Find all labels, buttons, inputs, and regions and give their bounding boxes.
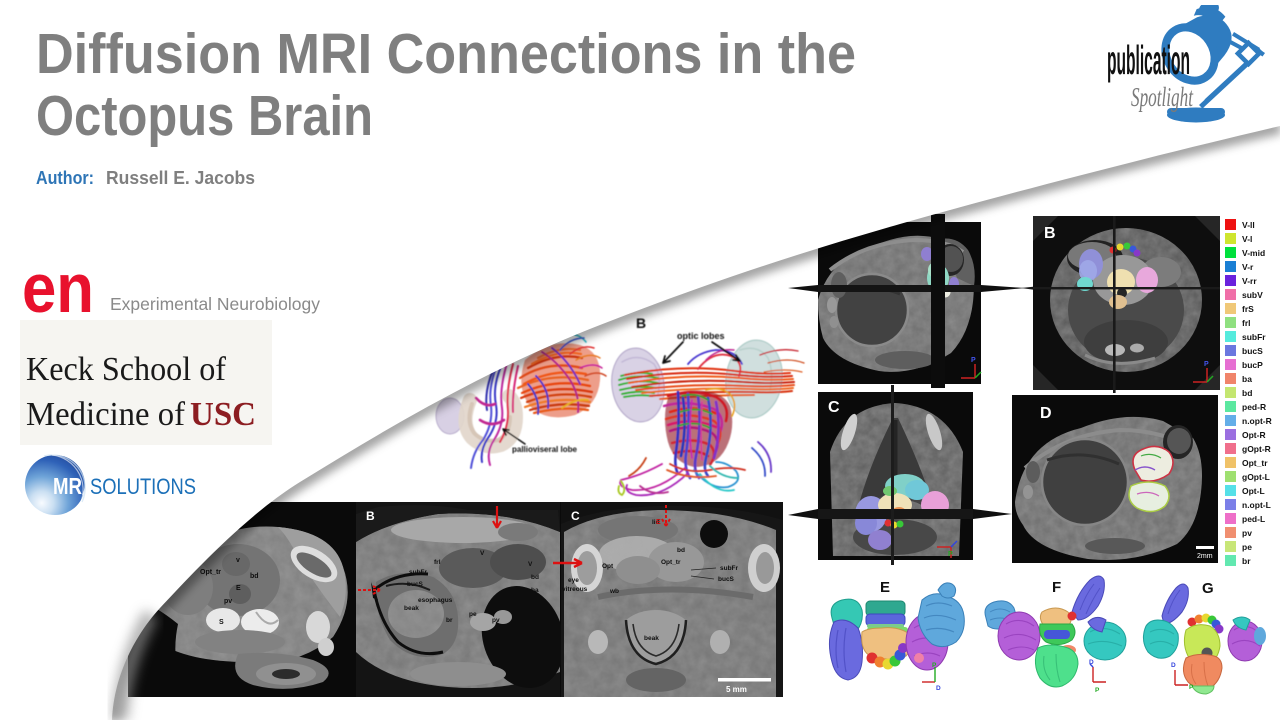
svg-text:bd: bd	[1242, 388, 1252, 398]
svg-text:V-rr: V-rr	[1242, 276, 1257, 286]
svg-text:bucS: bucS	[407, 581, 424, 588]
svg-text:optic lobes: optic lobes	[677, 331, 725, 341]
svg-text:publication: publication	[1107, 37, 1190, 83]
svg-text:MR: MR	[53, 473, 82, 499]
svg-text:en: en	[22, 250, 94, 327]
svg-text:gOpt-R: gOpt-R	[1242, 444, 1271, 454]
svg-text:C: C	[828, 399, 840, 416]
svg-text:V-ll: V-ll	[1242, 220, 1255, 230]
svg-text:lid: lid	[652, 519, 660, 526]
svg-text:br: br	[1242, 556, 1251, 566]
svg-text:subFr: subFr	[720, 565, 739, 572]
svg-text:n.opt-L: n.opt-L	[1242, 500, 1271, 510]
svg-text:bd: bd	[677, 547, 685, 554]
svg-text:Opt: Opt	[602, 563, 614, 570]
svg-text:Opt_tr: Opt_tr	[661, 559, 681, 566]
svg-text:Opt_tr: Opt_tr	[1242, 458, 1268, 468]
svg-text:pe: pe	[1242, 542, 1252, 552]
svg-text:ped-R: ped-R	[1242, 402, 1266, 412]
svg-text:Opt_tr: Opt_tr	[200, 569, 221, 576]
svg-text:D: D	[936, 685, 941, 692]
svg-text:pv: pv	[1242, 528, 1252, 538]
svg-text:n.opt-R: n.opt-R	[1242, 416, 1272, 426]
svg-text:pe: pe	[469, 611, 477, 618]
svg-text:D: D	[1171, 662, 1176, 669]
svg-text:Opt-L: Opt-L	[1242, 486, 1265, 496]
svg-text:P: P	[1095, 687, 1100, 694]
svg-text:Spotlight: Spotlight	[1131, 82, 1194, 112]
svg-text:bucS: bucS	[718, 576, 735, 583]
svg-text:2mm: 2mm	[1197, 553, 1213, 560]
svg-text:subFr: subFr	[1242, 332, 1266, 342]
svg-text:eye: eye	[568, 577, 579, 584]
svg-text:SOLUTIONS: SOLUTIONS	[90, 474, 196, 499]
svg-text:V-mid: V-mid	[1242, 248, 1265, 258]
svg-text:pv: pv	[224, 598, 232, 605]
svg-text:frl: frl	[1242, 318, 1251, 328]
svg-text:P: P	[971, 357, 976, 364]
svg-text:E: E	[236, 585, 241, 592]
svg-text:D: D	[1089, 659, 1094, 666]
svg-text:beak: beak	[644, 635, 659, 642]
svg-text:V: V	[480, 550, 485, 557]
svg-text:ped-L: ped-L	[1242, 514, 1265, 524]
svg-text:E: E	[656, 519, 661, 526]
svg-text:P: P	[1189, 684, 1194, 691]
svg-text:ba: ba	[1242, 374, 1252, 384]
svg-text:Author:: Author:	[36, 167, 94, 188]
svg-text:5 mm: 5 mm	[726, 685, 747, 694]
svg-text:V-r: V-r	[1242, 262, 1254, 272]
svg-text:P: P	[948, 551, 953, 558]
svg-text:v: v	[236, 557, 240, 564]
svg-text:br: br	[446, 617, 453, 624]
svg-text:Keck School of: Keck School of	[26, 351, 227, 388]
svg-text:S: S	[219, 619, 224, 626]
svg-text:pv: pv	[492, 617, 500, 624]
svg-text:E: E	[880, 579, 890, 596]
svg-text:B: B	[366, 509, 375, 523]
svg-text:Russell E. Jacobs: Russell E. Jacobs	[106, 167, 255, 188]
svg-text:bd: bd	[250, 573, 259, 580]
svg-text:F: F	[1052, 579, 1061, 596]
svg-text:wb: wb	[609, 588, 619, 595]
svg-text:B: B	[1044, 225, 1056, 242]
svg-text:P: P	[1204, 361, 1209, 368]
svg-text:frS: frS	[1242, 304, 1254, 314]
svg-text:ba: ba	[531, 587, 539, 594]
svg-text:Medicine of: Medicine of	[26, 396, 186, 433]
svg-text:Experimental Neurobiology: Experimental Neurobiology	[110, 294, 320, 314]
svg-text:bucS: bucS	[1242, 346, 1263, 356]
svg-text:bd: bd	[531, 574, 539, 581]
svg-text:bucP: bucP	[1242, 360, 1263, 370]
svg-text:subV: subV	[1242, 290, 1263, 300]
svg-text:Diffusion MRI Connections in t: Diffusion MRI Connections in the	[36, 22, 856, 86]
svg-text:esophagus: esophagus	[418, 597, 453, 604]
svg-text:USC: USC	[190, 396, 256, 433]
svg-text:B: B	[636, 315, 646, 331]
svg-text:beak: beak	[404, 605, 419, 612]
svg-text:vitreous: vitreous	[562, 586, 588, 593]
svg-text:C: C	[571, 509, 580, 523]
svg-text:frl: frl	[434, 559, 441, 566]
svg-text:gOpt-L: gOpt-L	[1242, 472, 1270, 482]
svg-text:G: G	[1202, 580, 1214, 597]
svg-text:Opt-R: Opt-R	[1242, 430, 1266, 440]
svg-text:subFr: subFr	[409, 569, 428, 576]
svg-text:V: V	[528, 561, 533, 568]
svg-text:pallioviseral lobe: pallioviseral lobe	[512, 445, 577, 454]
svg-text:P: P	[932, 662, 937, 669]
svg-text:D: D	[1040, 405, 1052, 422]
svg-text:V-l: V-l	[1242, 234, 1252, 244]
svg-text:Octopus Brain: Octopus Brain	[36, 84, 373, 148]
